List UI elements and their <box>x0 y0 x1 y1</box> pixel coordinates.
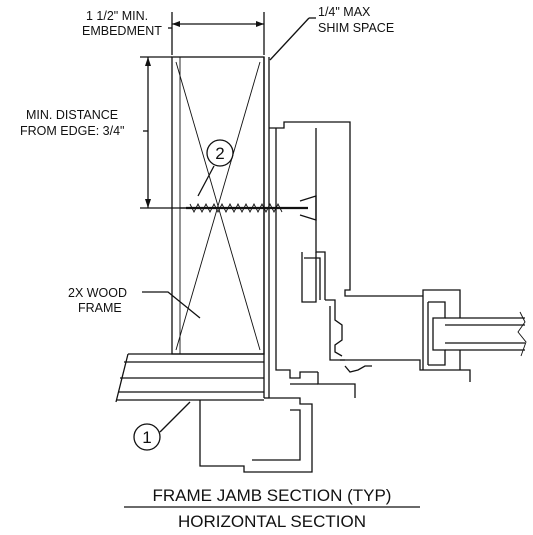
sill-assembly <box>115 353 313 473</box>
distance-label-line2: FROM EDGE: 3/4" <box>20 124 124 138</box>
window-frame-profile <box>269 121 471 398</box>
embedment-label-line2: EMBEDMENT <box>82 24 162 38</box>
wood-frame-label-line2: FRAME <box>78 301 122 315</box>
wood-frame-label-line1: 2X WOOD <box>68 286 127 300</box>
shim-label-line1: 1/4" MAX <box>318 5 371 19</box>
fastener-screw <box>180 195 317 221</box>
shim-space <box>263 57 270 399</box>
glazing-sash <box>422 296 527 370</box>
embedment-label-line1: 1 1/2" MIN. <box>86 9 148 23</box>
callout-2: 2 <box>197 139 234 197</box>
shim-space-leader <box>269 17 316 61</box>
title-line1: FRAME JAMB SECTION (TYP) <box>153 486 392 505</box>
wood-frame-leader <box>142 291 201 319</box>
edge-distance-dimension <box>140 56 186 209</box>
distance-label-line1: MIN. DISTANCE <box>26 108 118 122</box>
wood-stud <box>171 56 265 355</box>
callout-1-number: 1 <box>142 428 151 447</box>
shim-label-line2: SHIM SPACE <box>318 21 394 35</box>
callout-1: 1 <box>133 401 191 451</box>
callout-2-number: 2 <box>215 144 224 163</box>
embedment-dimension <box>168 12 265 55</box>
title-line2: HORIZONTAL SECTION <box>178 512 366 531</box>
